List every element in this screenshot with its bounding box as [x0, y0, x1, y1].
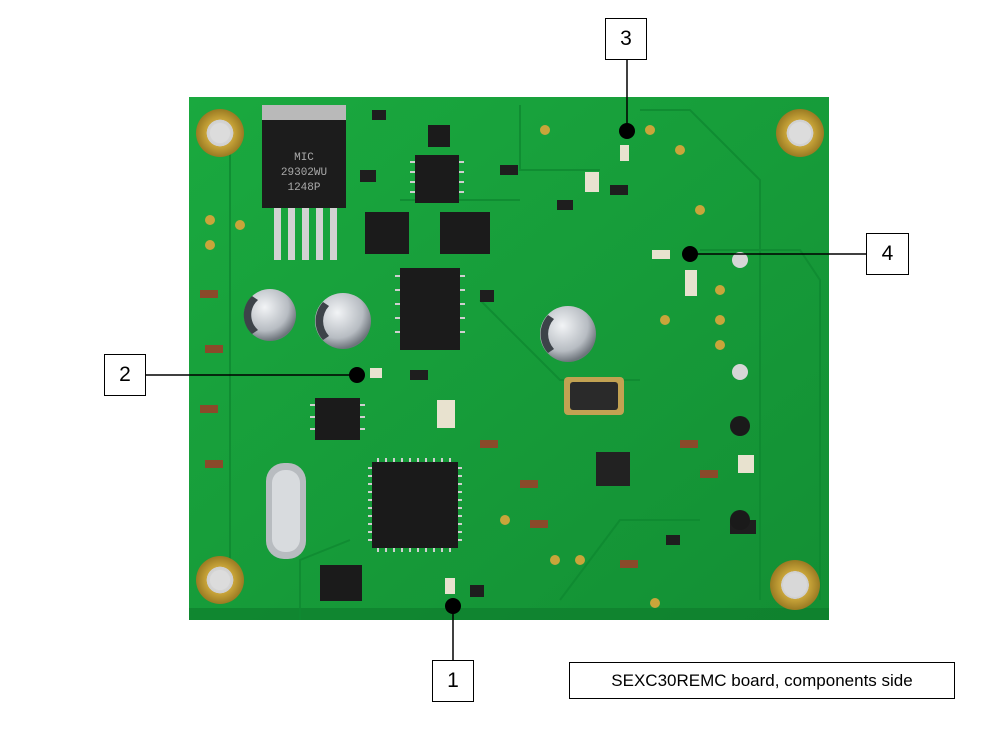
pic-microcontroller: [368, 458, 462, 552]
callout-label-1: 1: [432, 660, 474, 702]
soic-chips: [315, 125, 490, 601]
crystals: [266, 377, 624, 559]
qfn-chip: [596, 452, 630, 486]
svg-text:MIC: MIC: [294, 152, 314, 164]
callout-dot-3: [619, 123, 635, 139]
callout-dot-2: [349, 367, 365, 383]
electrolytic-capacitors: [243, 289, 596, 362]
callout-dot-1: [445, 598, 461, 614]
callout-label-2: 2: [104, 354, 146, 396]
mounting-holes: [196, 109, 824, 610]
figure-caption: SEXC30REMC board, components side: [569, 662, 955, 699]
regulator: MIC 29302WU 1248P: [262, 105, 346, 260]
callout-dot-4: [682, 246, 698, 262]
callout-dots: [349, 123, 698, 614]
svg-text:1248P: 1248P: [287, 182, 320, 194]
callout-leaders: [146, 60, 866, 660]
svg-text:29302WU: 29302WU: [281, 167, 327, 179]
callout-label-4: 4: [866, 233, 909, 275]
callout-label-3: 3: [605, 18, 647, 60]
smd-components: [200, 110, 756, 608]
